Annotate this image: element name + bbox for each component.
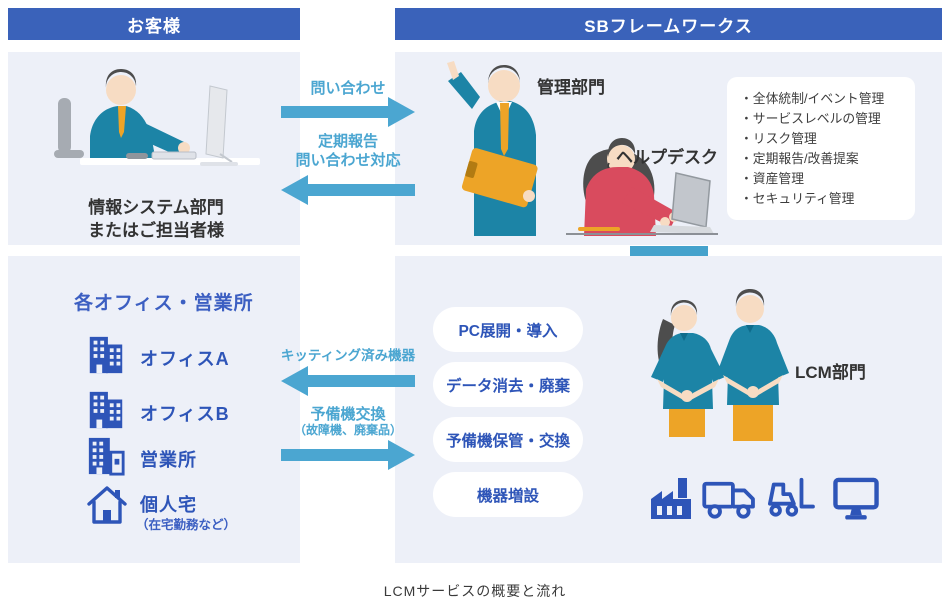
customer-header: お客様 xyxy=(8,8,300,40)
customer-sites-panel xyxy=(8,256,300,563)
report-label-line1: 定期報告 xyxy=(317,133,378,150)
inquiry-label: 問い合わせ xyxy=(310,80,386,97)
office-building-icon xyxy=(89,336,123,374)
site-label: 営業所 xyxy=(140,450,197,470)
lcm-staff-illustration xyxy=(651,289,789,441)
service-pill: 機器増設 xyxy=(433,472,583,517)
office-building-icon xyxy=(89,391,123,429)
spare-exchange-label-line1: 予備機交換 xyxy=(310,406,386,423)
customer-contact-panel xyxy=(8,52,300,245)
service-list-item: ・セキュリティ管理 xyxy=(740,191,855,206)
services-card: ・全体統制/イベント管理 ・サービスレベルの管理 ・リスク管理 ・定期報告/改善… xyxy=(727,77,915,220)
lcm-dept-label: LCM部門 xyxy=(795,363,866,382)
report-arrow xyxy=(307,184,415,196)
helpdesk-label: ヘルプデスク xyxy=(616,148,718,167)
inquiry-arrow-head xyxy=(388,97,415,127)
service-list-item: ・全体統制/イベント管理 xyxy=(740,91,885,106)
customer-caption-line2: またはご担当者様 xyxy=(88,221,224,240)
spare-exchange-label-line2: （故障機、廃棄品） xyxy=(293,423,402,437)
kitted-devices-label: キッティング済み機器 xyxy=(280,348,416,363)
spare-exchange-arrow-head xyxy=(388,440,415,470)
branch-office-icon xyxy=(88,437,125,476)
provider-header: SBフレームワークス xyxy=(395,8,942,40)
service-list-item: ・定期報告/改善提案 xyxy=(740,151,859,166)
sites-title: 各オフィス・営業所 xyxy=(74,293,254,314)
site-note: （在宅勤務など） xyxy=(136,518,237,532)
report-label-line2: 問い合わせ対応 xyxy=(295,152,401,169)
management-helpdesk-illustration xyxy=(447,61,718,236)
service-list-item: ・資産管理 xyxy=(740,171,804,186)
home-icon xyxy=(87,486,127,524)
service-pill: PC展開・導入 xyxy=(433,307,583,352)
customer-caption-line1: 情報システム部門 xyxy=(88,198,224,217)
panel-connector xyxy=(630,246,708,256)
forklift-icon xyxy=(768,477,815,517)
site-label: オフィスA xyxy=(140,349,230,369)
service-list-item: ・サービスレベルの管理 xyxy=(740,111,881,126)
report-arrow-head xyxy=(281,175,308,205)
site-label: オフィスB xyxy=(140,404,230,424)
factory-icon xyxy=(651,478,691,519)
truck-icon xyxy=(702,481,755,519)
monitor-icon xyxy=(833,477,879,520)
kitted-devices-arrow-head xyxy=(281,366,308,396)
management-dept-label: 管理部門 xyxy=(537,78,605,97)
customer-illustration xyxy=(54,69,260,166)
site-label: 個人宅 xyxy=(140,495,197,515)
service-pill: データ消去・廃棄 xyxy=(433,362,583,407)
spare-exchange-arrow xyxy=(281,449,389,461)
inquiry-arrow xyxy=(281,106,389,118)
service-pill: 予備機保管・交換 xyxy=(433,417,583,462)
kitted-devices-arrow xyxy=(307,375,415,387)
diagram-caption: LCMサービスの概要と流れ xyxy=(383,583,567,599)
service-list-item: ・リスク管理 xyxy=(740,131,817,146)
